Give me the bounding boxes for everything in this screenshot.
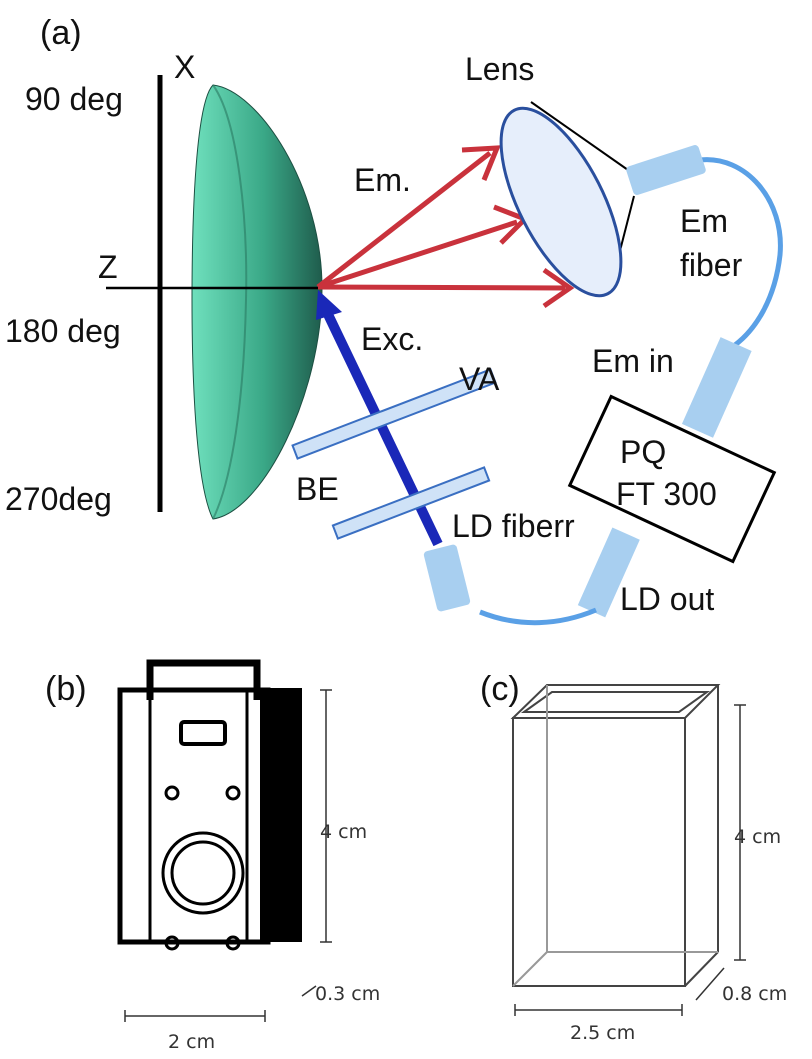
cuvette-front-face [512,717,686,987]
panel-b: (b) 4 cm 2 cm 0.3 cm [45,659,380,1053]
sample-holder-drawing [117,659,302,951]
device-label-2: FT 300 [616,476,717,512]
va-filter [291,368,497,460]
angle-180-label: 180 deg [5,313,121,349]
z-axis-label: Z [98,249,118,285]
ld-fiber-line [479,607,597,626]
em-in-label: Em in [592,343,674,379]
angle-270-label: 270deg [5,481,112,517]
em-fiber-line [699,157,783,347]
emission-arrow-middle [317,219,518,290]
ld-fiber-connector [423,544,471,612]
holder-width-label: 2 cm [168,1031,215,1053]
be-label: BE [296,471,339,507]
em-fiber-label-1: Em [680,203,728,239]
cuvette-top-face [510,684,721,719]
emission-arrow-lower [317,284,566,291]
em-in-connector [681,337,752,438]
holder-height-label: 4 cm [320,821,367,843]
emission-arrowhead-lower [542,267,575,309]
excitation-arrowhead [316,290,342,320]
cuvette-height-label: 4 cm [734,826,781,848]
panel-a: (a) X 90 deg 180 deg 270deg Z Em. [5,14,783,626]
excitation-label: Exc. [361,321,423,357]
panel-c-label: (c) [480,670,520,708]
holder-screw-3 [164,935,180,951]
collection-lens [499,101,635,298]
cuvette-depth-marker [695,967,725,1001]
cuvette-drawing [510,684,721,987]
be-filter [331,466,491,540]
device-label-1: PQ [620,434,666,470]
holder-dimension-lines [124,689,332,1022]
em-fiber-connector [626,145,706,195]
ld-out-connector [577,527,640,618]
holder-slot [179,720,227,746]
holder-window-outer [161,831,245,915]
holder-screw-1 [164,785,180,801]
ld-fiber-label: LD fiberr [452,508,575,544]
hemisphere-sample [191,84,323,520]
holder-screw-2 [225,785,241,801]
em-fiber-label-2: fiber [680,247,743,283]
lens-body [499,106,623,298]
cuvette-opening [520,691,711,713]
cuvette-dimension-lines [514,704,746,1016]
ld-out-label: LD out [620,581,714,617]
x-axis-label: X [174,49,195,85]
holder-depth-label: 0.3 cm [315,983,380,1005]
cuvette-bottom-left-edge [512,951,548,987]
holder-depth-marker [301,985,317,997]
device-box [567,394,777,564]
va-label: VA [459,361,500,397]
cuvette-width-label: 2.5 cm [570,1022,635,1044]
emission-arrow-upper [316,151,492,289]
panel-b-label: (b) [45,670,87,708]
cuvette-depth-label: 0.8 cm [722,983,787,1005]
cuvette-bottom-right-edge [684,951,719,987]
lens-label: Lens [465,51,534,87]
lens-cone-top [530,101,629,171]
panel-a-label: (a) [40,14,82,52]
holder-window-inner [170,840,236,906]
emission-arrows [316,145,575,309]
emission-arrowhead-upper [461,145,501,181]
holder-top-tab [146,659,261,700]
holder-screw-4 [225,935,241,951]
angle-90-label: 90 deg [25,81,123,117]
holder-outer-frame [117,687,271,945]
panel-c: (c) 4 cm 2.5 cm 0.8 cm [480,670,787,1044]
emission-label: Em. [354,162,411,198]
pq-ft300-device: PQ FT 300 [567,394,777,564]
